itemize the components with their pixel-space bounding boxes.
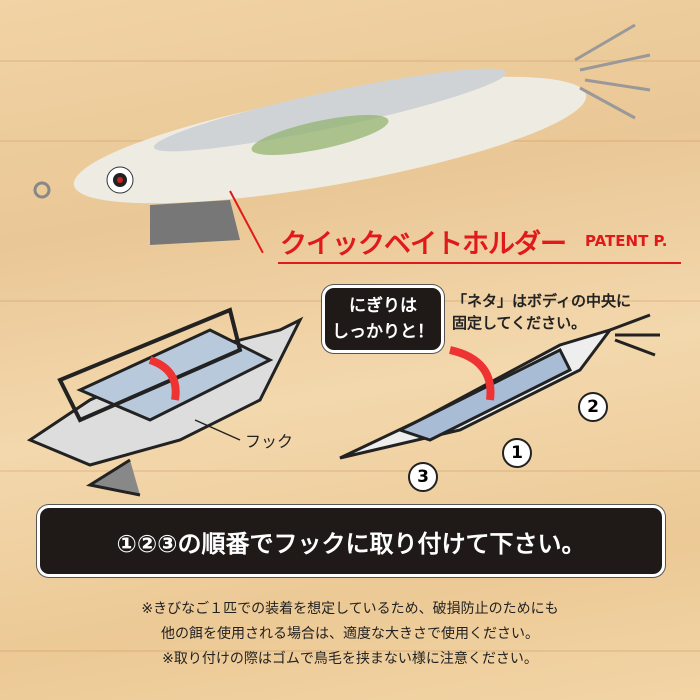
note-line: ※きびなご１匹での装着を想定しているため、破損防止のためにも [141, 601, 559, 617]
step-2-marker: 2 [578, 392, 608, 422]
lure-diagram-right [339, 313, 660, 460]
hook-label: フック [245, 432, 294, 451]
feature-underline [278, 262, 681, 264]
placement-note: 「ネタ」はボディの中央に 固定してください。 [452, 290, 631, 334]
note-line: 固定してください。 [452, 314, 587, 332]
bubble-line: にぎりは [349, 296, 417, 316]
bubble-line: しっかりと！ [332, 322, 434, 342]
lure-photo [33, 23, 651, 245]
note-line: ※取り付けの際はゴムで鳥毛を挟まない様に注意ください。 [162, 651, 538, 667]
step-1-marker: 1 [502, 438, 532, 468]
caution-notes: ※きびなご１匹での装着を想定しているため、破損防止のためにも 他の餌を使用される… [0, 597, 700, 672]
note-line: 他の餌を使用される場合は、適度な大きさで使用ください。 [161, 626, 539, 642]
note-line: 「ネタ」はボディの中央に [452, 292, 631, 310]
speech-bubble: にぎりは しっかりと！ [322, 285, 444, 353]
instruction-banner: ①②③の順番でフックに取り付けて下さい。 [37, 505, 665, 577]
lure-diagram-left [26, 307, 304, 497]
patent-label: PATENT P. [585, 232, 668, 250]
step-3-marker: 3 [408, 462, 438, 492]
feature-title: クイックベイトホルダー [280, 229, 567, 260]
